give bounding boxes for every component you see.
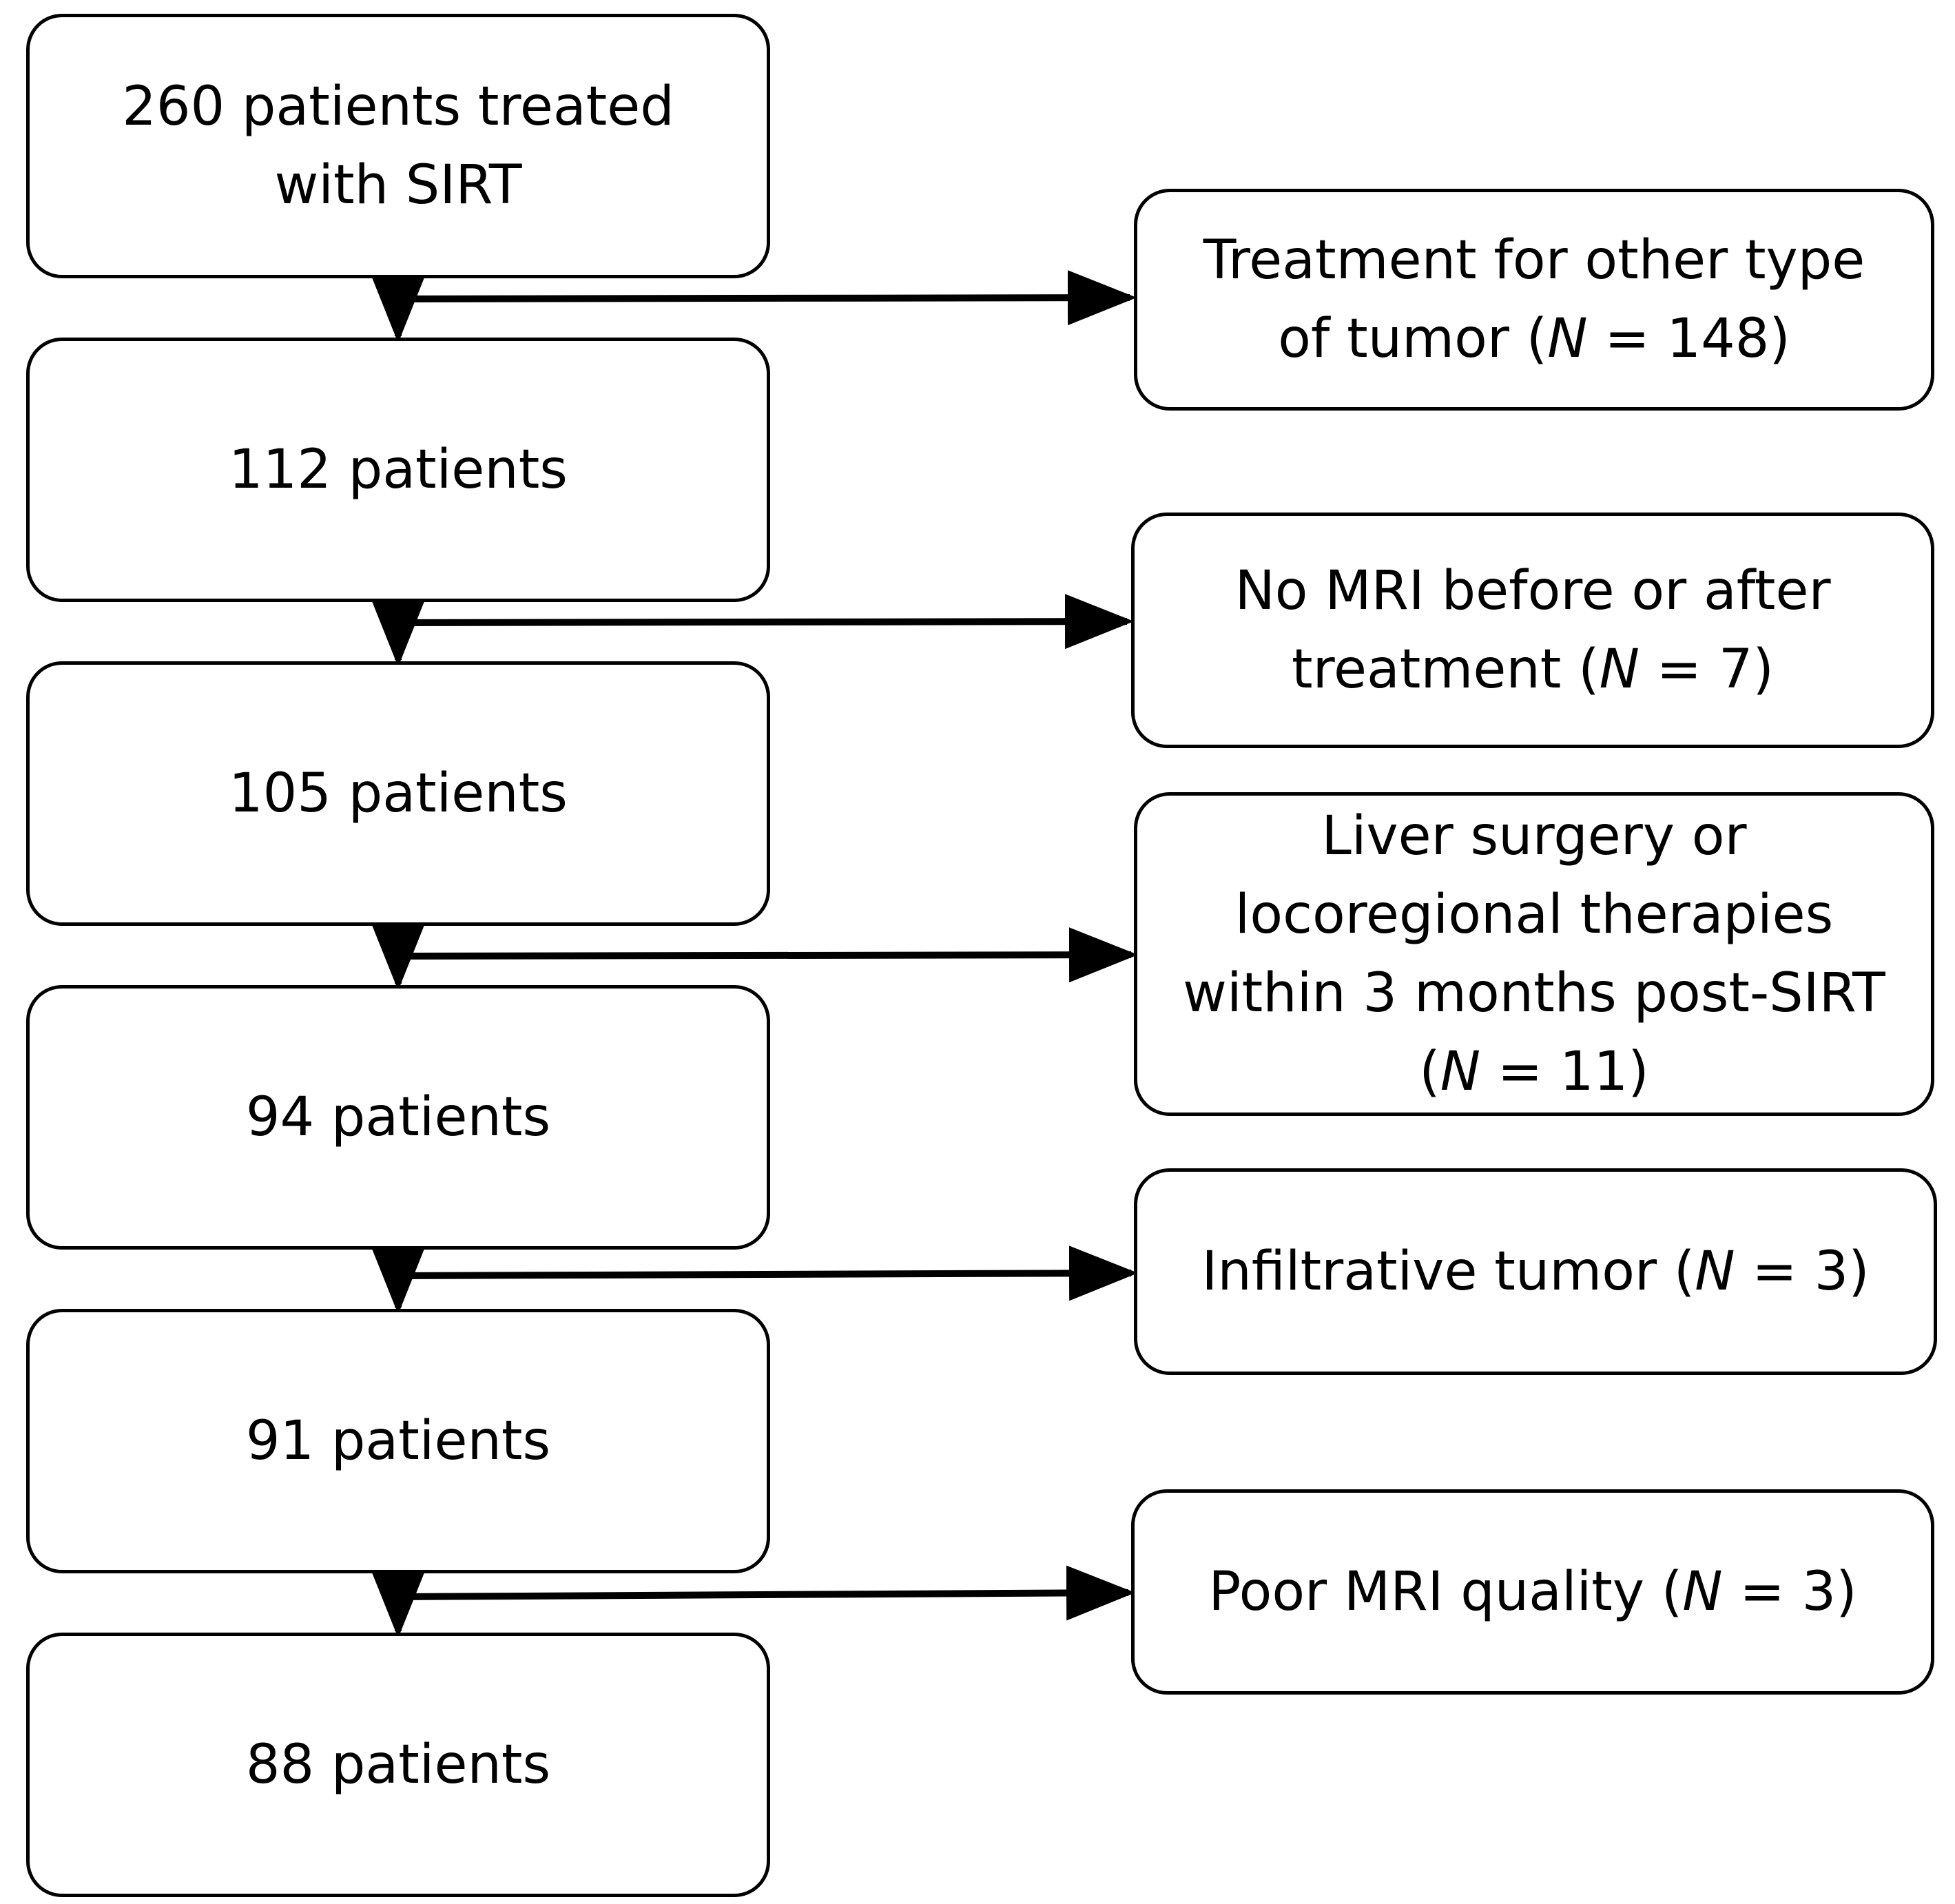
main-box-6: 88 patients bbox=[26, 1633, 770, 1897]
main-box-2-line-1: 112 patients bbox=[229, 439, 568, 501]
side-arrow-2 bbox=[397, 594, 1134, 650]
exclusion-1-line-2: of tumor (N = 148) bbox=[1278, 308, 1790, 370]
exclusion-box-infiltrative: Infiltrative tumor (N = 3) bbox=[1134, 1168, 1937, 1375]
exclusion-3-line-3: within 3 months post-SIRT bbox=[1183, 962, 1885, 1024]
main-box-3: 105 patients bbox=[26, 661, 770, 926]
exclusion-box-no-mri: No MRI before or after treatment (N = 7) bbox=[1131, 513, 1934, 748]
main-box-1-line-1: 260 patients treated bbox=[122, 76, 674, 138]
exclusion-box-liver-surgery: Liver surgery or locoregional therapies … bbox=[1134, 792, 1934, 1116]
side-arrow-4 bbox=[397, 1245, 1138, 1301]
exclusion-1-line-1: Treatment for other type bbox=[1203, 229, 1865, 291]
main-box-5-line-1: 91 patients bbox=[245, 1410, 551, 1472]
main-box-4: 94 patients bbox=[26, 985, 770, 1250]
main-box-3-line-1: 105 patients bbox=[229, 763, 568, 825]
main-box-4-line-1: 94 patients bbox=[245, 1086, 551, 1148]
exclusion-2-line-1: No MRI before or after bbox=[1234, 560, 1831, 622]
main-box-2: 112 patients bbox=[26, 338, 770, 602]
side-arrow-1 bbox=[397, 270, 1137, 326]
side-arrow-3 bbox=[397, 927, 1138, 983]
exclusion-box-other-tumor: Treatment for other type of tumor (N = 1… bbox=[1134, 189, 1934, 411]
exclusion-2-line-2: treatment (N = 7) bbox=[1292, 639, 1774, 701]
exclusion-3-line-4: (N = 11) bbox=[1419, 1041, 1649, 1103]
main-box-1: 260 patients treated with SIRT bbox=[26, 14, 770, 278]
exclusion-3-line-2: locoregional therapies bbox=[1234, 884, 1834, 946]
exclusion-3-line-1: Liver surgery or bbox=[1321, 805, 1747, 867]
main-box-6-line-1: 88 patients bbox=[245, 1734, 551, 1796]
exclusion-5-line-1: Poor MRI quality (N = 3) bbox=[1208, 1561, 1857, 1623]
main-box-1-line-2: with SIRT bbox=[274, 154, 522, 216]
exclusion-4-line-1: Infiltrative tumor (N = 3) bbox=[1201, 1241, 1870, 1303]
main-box-5: 91 patients bbox=[26, 1309, 770, 1573]
exclusion-box-poor-mri: Poor MRI quality (N = 3) bbox=[1131, 1489, 1934, 1695]
side-arrow-5 bbox=[397, 1565, 1135, 1621]
